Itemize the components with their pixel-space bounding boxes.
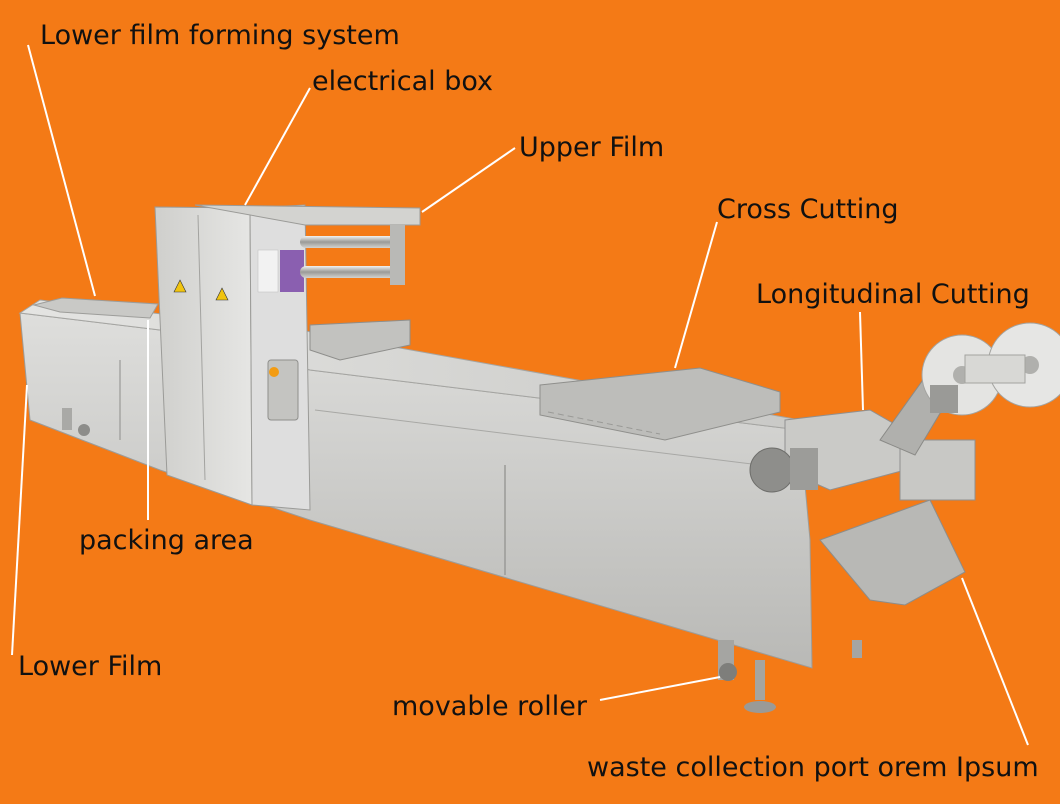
waste-chute — [819, 499, 966, 606]
callout-line-movable — [599, 676, 721, 701]
callout-line-upper-film — [421, 147, 516, 213]
label-longitudinal-cutting: Longitudinal Cutting — [756, 279, 1030, 310]
callout-line-waste — [961, 577, 1029, 746]
sealing-plate — [309, 319, 411, 361]
upper-film-unit — [194, 204, 421, 285]
film-reel — [879, 322, 1060, 456]
callout-line-lower-forming — [27, 44, 96, 297]
label-lower-film-forming-system: Lower film forming system — [40, 20, 400, 51]
electrical-cabinet — [154, 204, 311, 511]
callout-line-electrical — [244, 87, 311, 206]
label-waste-collection-port: waste collection port orem Ipsum — [587, 752, 1039, 783]
callout-lines — [11, 44, 1029, 746]
cross-cutting-unit — [539, 367, 781, 441]
label-movable-roller: movable roller — [392, 691, 587, 722]
label-lower-film: Lower Film — [18, 651, 163, 682]
label-packing-area: packing area — [79, 525, 254, 556]
label-cross-cutting: Cross Cutting — [717, 194, 899, 225]
label-electrical-box: electrical box — [312, 66, 494, 97]
forming-tray — [32, 297, 159, 319]
label-upper-film: Upper Film — [519, 132, 665, 163]
callout-line-lower-film — [11, 384, 28, 656]
callout-line-longitudinal — [859, 311, 864, 411]
callout-line-cross — [674, 221, 718, 369]
